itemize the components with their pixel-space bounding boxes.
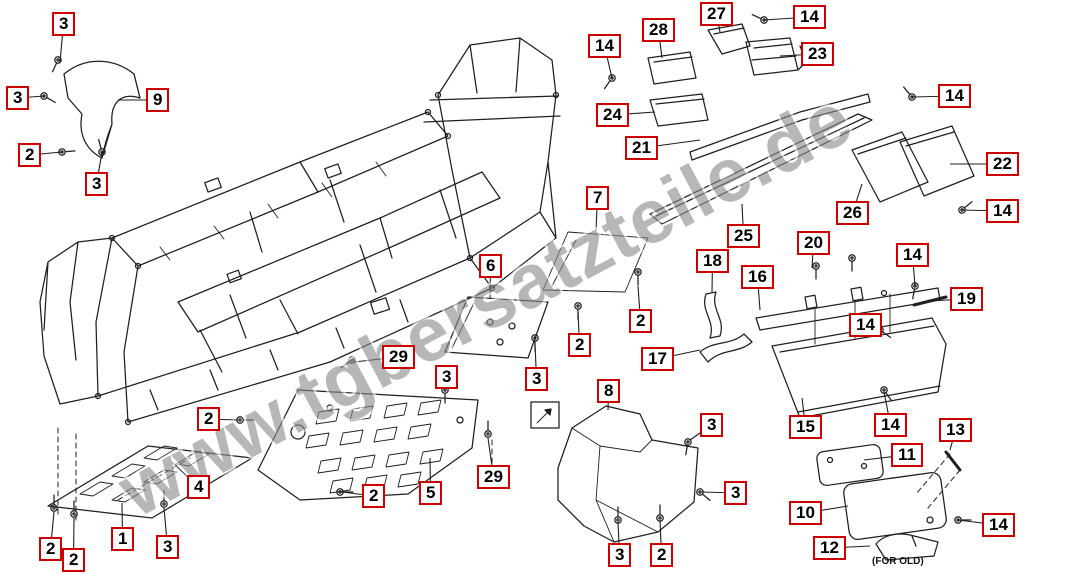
plates-part22-26 [851,125,975,203]
part-label-3[interactable]: 3 [435,365,459,389]
part-label-17[interactable]: 17 [641,347,674,371]
plates-part10-11-12 [816,443,947,561]
part-label-14[interactable]: 14 [588,34,621,58]
part-label-3[interactable]: 3 [52,12,76,36]
part-label-22[interactable]: 22 [986,152,1019,176]
part-label-3[interactable]: 3 [608,543,632,567]
part-label-4[interactable]: 4 [187,475,211,499]
part-label-2[interactable]: 2 [39,537,63,561]
part-label-10[interactable]: 10 [789,501,822,525]
part-label-14[interactable]: 14 [849,313,882,337]
part-label-13[interactable]: 13 [939,418,972,442]
part-label-2[interactable]: 2 [197,407,221,431]
part-label-12[interactable]: 12 [813,536,846,560]
pin-part13 [944,450,962,472]
part-label-29[interactable]: 29 [477,465,510,489]
strips-part17-18 [699,291,753,363]
part-label-26[interactable]: 26 [836,201,869,225]
part-label-2[interactable]: 2 [18,143,42,167]
bracket-cluster-parts23-24-27-28 [647,23,807,127]
plate-part7 [542,231,649,293]
part-label-25[interactable]: 25 [727,224,760,248]
part-label-21[interactable]: 21 [625,136,658,160]
part-label-2[interactable]: 2 [568,333,592,357]
part-label-2[interactable]: 2 [62,548,86,572]
part-label-3[interactable]: 3 [700,413,724,437]
part-label-19[interactable]: 19 [950,287,983,311]
part-label-24[interactable]: 24 [596,103,629,127]
part-label-14[interactable]: 14 [982,513,1015,537]
part-label-3[interactable]: 3 [525,367,549,391]
frame-assembly [39,37,561,426]
part-label-2[interactable]: 2 [650,543,674,567]
heel-guard-part8 [530,401,699,543]
plate-part6 [444,296,549,359]
part-label-27[interactable]: 27 [700,2,733,26]
part-label-20[interactable]: 20 [797,231,830,255]
part-label-14[interactable]: 14 [896,243,929,267]
part-label-14[interactable]: 14 [874,413,907,437]
part-label-14[interactable]: 14 [938,84,971,108]
part-label-3[interactable]: 3 [6,86,30,110]
part-label-15[interactable]: 15 [789,415,822,439]
part-label-2[interactable]: 2 [362,484,386,508]
part-label-11[interactable]: 11 [891,443,923,467]
part-label-6[interactable]: 6 [479,254,503,278]
part-label-3[interactable]: 3 [724,481,748,505]
part-label-9[interactable]: 9 [146,88,170,112]
part-label-28[interactable]: 28 [642,18,675,42]
part-label-18[interactable]: 18 [696,249,729,273]
part-label-3[interactable]: 3 [156,535,180,559]
strips-part21-25 [649,93,873,225]
skid-plate-part4 [47,445,253,519]
part-label-8[interactable]: 8 [597,379,621,403]
for-old-note: (FOR OLD) [872,556,924,567]
part-label-29[interactable]: 29 [382,345,415,369]
part-label-1[interactable]: 1 [111,527,135,551]
part-label-5[interactable]: 5 [419,481,443,505]
skid-plate-part5 [257,389,479,501]
part-label-2[interactable]: 2 [629,309,653,333]
part-label-7[interactable]: 7 [586,186,610,210]
part-label-3[interactable]: 3 [85,172,109,196]
part-label-14[interactable]: 14 [793,5,826,29]
part-label-23[interactable]: 23 [801,42,834,66]
part-label-14[interactable]: 14 [986,199,1019,223]
part-label-16[interactable]: 16 [741,265,774,289]
